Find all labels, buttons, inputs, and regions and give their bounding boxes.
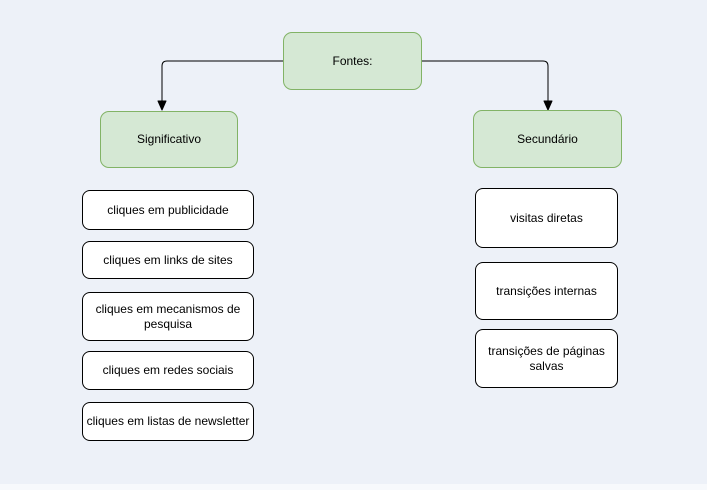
edge-fontes-secundario[interactable] xyxy=(422,60,553,111)
leaf-label: cliques em redes sociais xyxy=(102,363,234,377)
leaf-label: visitas diretas xyxy=(510,210,583,225)
leaf-label: cliques em mecanismos de pesquisa xyxy=(95,301,241,331)
leaf-label: transições de páginas salvas xyxy=(488,343,605,373)
leaf-label: cliques em listas de newsletter xyxy=(86,414,250,428)
leaf-cliques-em-redes-sociais[interactable]: cliques em redes sociais xyxy=(82,351,254,390)
edge-fontes-significativo[interactable] xyxy=(157,60,283,111)
node-secundario[interactable]: Secundário xyxy=(473,110,622,168)
node-significativo-label: Significativo xyxy=(136,132,202,146)
leaf-cliques-em-mecanismos-de-pesquisa[interactable]: cliques em mecanismos de pesquisa xyxy=(82,292,254,341)
leaf-label: cliques em publicidade xyxy=(107,202,229,217)
node-fontes-label: Fontes: xyxy=(332,53,373,68)
leaf-cliques-em-publicidade[interactable]: cliques em publicidade xyxy=(82,190,254,230)
leaf-cliques-em-listas-de-newsletter[interactable]: cliques em listas de newsletter xyxy=(82,402,254,441)
leaf-transicoes-de-paginas-salvas[interactable]: transições de páginas salvas xyxy=(475,329,618,388)
leaf-cliques-em-links-de-sites[interactable]: cliques em links de sites xyxy=(82,241,254,279)
arrowhead-icon xyxy=(157,100,167,111)
leaf-label: transições internas xyxy=(496,283,597,298)
leaf-label: cliques em links de sites xyxy=(103,252,233,267)
leaf-visitas-diretas[interactable]: visitas diretas xyxy=(475,188,618,248)
arrowhead-icon xyxy=(543,100,553,111)
node-secundario-label: Secundário xyxy=(517,131,578,146)
leaf-transicoes-internas[interactable]: transições internas xyxy=(475,262,618,320)
page-edge xyxy=(0,484,707,490)
node-significativo[interactable]: Significativo xyxy=(100,111,238,168)
node-fontes[interactable]: Fontes: xyxy=(283,32,422,90)
